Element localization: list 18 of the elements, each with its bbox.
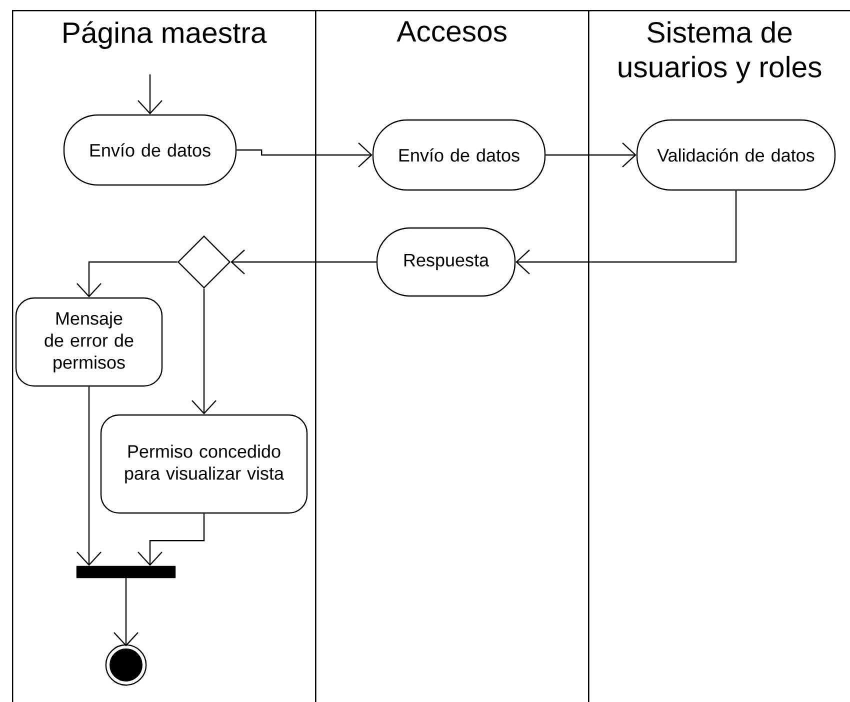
arrow [138, 514, 205, 566]
activity-box: Validación de datos [636, 119, 836, 191]
arrow [114, 578, 138, 646]
activity-box: Respuesta [376, 227, 516, 297]
activity-box: Envío de datos [372, 119, 546, 191]
arrow [516, 190, 737, 274]
arrow [192, 288, 216, 414]
activity-box: Permiso concedido para visualizar vista [100, 414, 308, 514]
final-node [105, 644, 147, 686]
arrow [236, 142, 372, 168]
arrow [138, 74, 162, 114]
activity-box: Mensaje de error de permisos [15, 297, 163, 387]
arrow [76, 261, 178, 298]
arrow [76, 386, 102, 566]
activity-box: Envío de datos [63, 114, 237, 186]
sync-bar [76, 566, 176, 578]
arrow [546, 142, 636, 168]
arrow [230, 250, 376, 274]
